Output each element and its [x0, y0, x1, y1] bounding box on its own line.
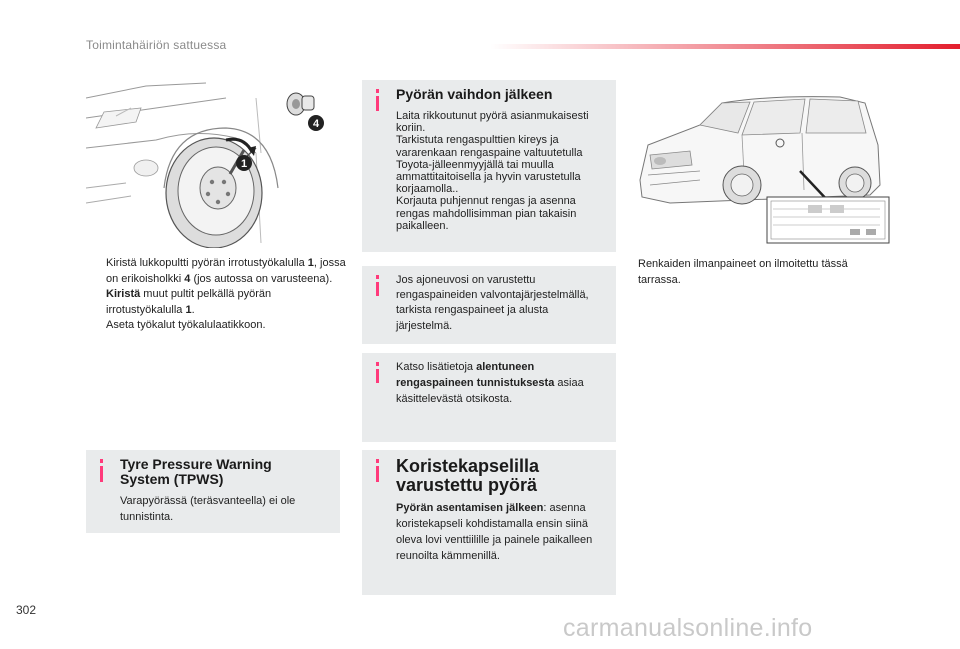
- instruction-text: Kiristä lukkopultti pyörän irrotustyökal…: [106, 257, 308, 269]
- instruction-text: 1: [185, 303, 192, 316]
- hubcap-text: Pyörän asentamisen jälkeen: asenna koris…: [396, 500, 616, 564]
- instruction-text: (jos autossa on varusteena).: [190, 272, 333, 285]
- van-caption: Renkaiden ilmanpaineet on ilmoitettu täs…: [638, 258, 848, 286]
- tpms-note-box: Jos ajoneuvosi on varustettu rengaspainei…: [362, 266, 616, 344]
- callout-4: 4: [313, 118, 320, 130]
- callout-1: 1: [241, 158, 247, 170]
- wheel-illustration: 4 1: [86, 82, 324, 248]
- tpws-text: Varapyörässä (teräsvanteella) ei ole tun…: [120, 493, 335, 525]
- more-info-text: Katso lisätietoja alentuneen rengaspaine…: [396, 359, 608, 407]
- more-info-box: Katso lisätietoja alentuneen rengaspaine…: [362, 353, 616, 442]
- tpws-box: Tyre Pressure Warning System (TPWS) Vara…: [86, 450, 340, 533]
- text-line: vararenkaan rengaspaine valtuutetulla: [396, 146, 583, 159]
- text-line: Tarkistuta rengaspulttien kireys ja: [396, 134, 559, 147]
- tpws-title: Tyre Pressure Warning System (TPWS): [120, 457, 272, 487]
- instruction-text: Kiristä: [106, 288, 141, 300]
- instruction-text: .: [191, 303, 195, 316]
- instruction-item: Kiristä muut pultit pelkällä pyörän irro…: [86, 287, 346, 318]
- info-icon: [376, 459, 379, 463]
- text-line: rengas mahdollisimman pian takaisin: [396, 207, 577, 220]
- text-line: ammattitaitoisella ja hyvin varustetulla: [396, 171, 581, 184]
- after-wheel-change-box: Pyörän vaihdon jälkeen Laita rikkoutunut…: [362, 80, 616, 252]
- tpms-note-text: Jos ajoneuvosi on varustettu rengaspainei…: [396, 273, 614, 334]
- hubcap-body: : asenna koristekapseli kohdistamalla en…: [396, 502, 593, 562]
- instruction-text: , jossa on erikoisholkki: [106, 257, 346, 285]
- text-line: Korjauta puhjennut rengas ja asenna: [396, 195, 576, 208]
- instruction-item: Aseta työkalut työkalulaatikkoon.: [86, 318, 346, 334]
- text-line: Jos ajoneuvosi on varustettu: [396, 274, 536, 286]
- section-title: Toimintahäiriön sattuessa: [86, 38, 227, 52]
- text-line: tarkista rengaspaineet ja alusta: [396, 304, 549, 317]
- page-number: 302: [16, 603, 37, 617]
- hubcap-box: Koristekapselilla varustettu pyörä Pyörä…: [362, 450, 616, 595]
- instruction-text: muut pultit pelkällä pyörän irrotustyöka…: [106, 288, 272, 316]
- text-line: koriin.: [396, 122, 426, 135]
- text-line: rengaspaineiden valvontajärjestelmällä,: [396, 289, 589, 302]
- tpws-text-line: tunnistinta.: [120, 511, 174, 523]
- van-illustration: [639, 96, 890, 244]
- hubcap-title: Koristekapselilla varustettu pyörä: [396, 457, 539, 495]
- text-line: Laita rikkoutunut pyörä asianmukaisesti: [396, 110, 589, 122]
- instruction-text: Aseta työkalut työkalulaatikkoon.: [106, 319, 266, 331]
- info-icon: [100, 459, 103, 463]
- text-line: paikalleen.: [396, 219, 449, 232]
- text-line: Toyota-jälleenmyyjällä tai muulla: [396, 158, 554, 171]
- after-change-title: Pyörän vaihdon jälkeen: [396, 86, 553, 102]
- more-info-suffix: asiaa käsittelevästä otsikosta.: [396, 377, 584, 405]
- info-icon: [376, 89, 379, 93]
- instruction-text: 1: [307, 257, 314, 269]
- hubcap-title-line2: varustettu pyörä: [396, 475, 538, 495]
- info-icon: [376, 275, 379, 279]
- more-info-prefix: Katso lisätietoja: [396, 361, 477, 373]
- tpws-title-line2: System (TPWS): [120, 471, 224, 487]
- tpws-text-line: Varapyörässä (teräsvanteella) ei ole: [120, 495, 296, 507]
- instruction-item: Kiristä lukkopultti pyörän irrotustyökal…: [86, 256, 346, 287]
- instruction-text: 4: [184, 272, 191, 285]
- text-line: korjaamolla..: [396, 183, 459, 196]
- hubcap-title-line1: Koristekapselilla: [396, 456, 540, 476]
- watermark: carmanualsonline.info: [563, 614, 813, 642]
- header-accent-bar: [490, 44, 960, 49]
- text-line: järjestelmä.: [396, 319, 453, 332]
- hubcap-bold: Pyörän asentamisen jälkeen: [396, 502, 544, 514]
- tpws-title-line1: Tyre Pressure Warning: [120, 456, 272, 472]
- instruction-list: Kiristä lukkopultti pyörän irrotustyökal…: [86, 256, 346, 334]
- more-info-bold: alentuneen rengaspaineen tunnistuksesta: [396, 361, 555, 389]
- info-icon: [376, 362, 379, 366]
